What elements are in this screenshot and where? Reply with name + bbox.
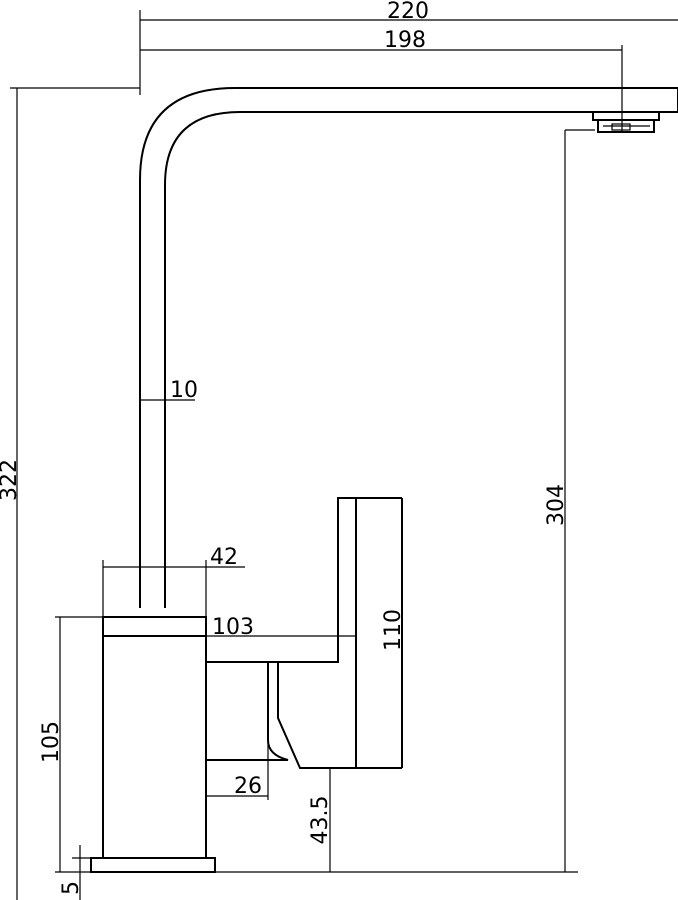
dim-overall-height: 322 <box>0 459 22 501</box>
dim-spout-height: 304 <box>544 484 569 526</box>
dim-handle-offset: 26 <box>234 774 262 799</box>
dim-column-width: 42 <box>210 545 238 570</box>
dim-spout-thickness: 10 <box>170 378 198 403</box>
spout-outer-profile <box>139 87 678 608</box>
dim-handle-height: 110 <box>381 609 406 651</box>
dim-handle-reach: 103 <box>212 615 254 640</box>
faucet-body <box>102 616 207 859</box>
aerator <box>592 111 660 121</box>
dimension-lines <box>10 10 678 900</box>
dim-spout-reach: 198 <box>384 28 426 53</box>
dim-overall-reach: 220 <box>387 0 429 24</box>
dimension-labels: 220 198 10 42 103 26 322 304 110 105 43.… <box>0 0 569 895</box>
dim-body-height: 105 <box>39 721 64 763</box>
dim-handle-clearance: 43.5 <box>308 796 333 845</box>
faucet-outline <box>90 87 678 873</box>
spout-inner-profile <box>164 111 678 608</box>
dim-base-thickness: 5 <box>59 881 84 895</box>
base-plate <box>90 857 216 873</box>
